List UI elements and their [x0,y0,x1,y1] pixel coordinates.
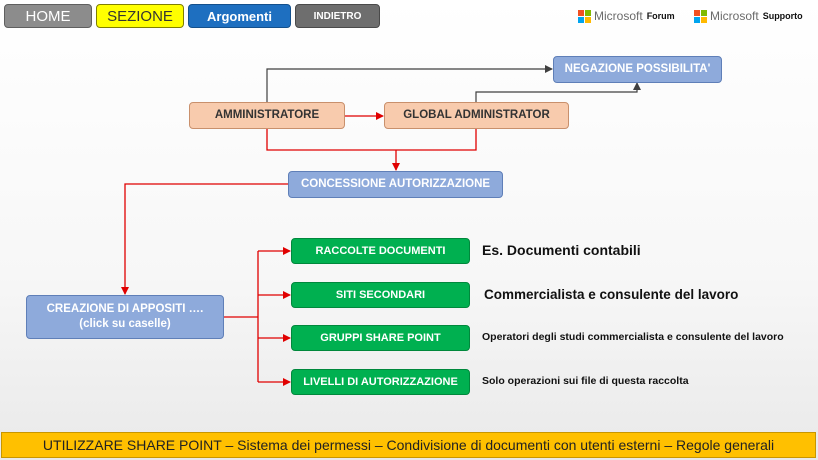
microsoft-logo-icon [578,9,591,23]
amministratore-label: AMMINISTRATORE [214,109,320,121]
siti-secondari-label: SITI SECONDARI [335,288,426,301]
argomenti-button[interactable]: Argomenti [188,4,291,28]
livelli-autorizzazione-label: LIVELLI DI AUTORIZZAZIONE [303,375,458,388]
creazione-label: CREAZIONE DI APPOSITI …. [46,303,204,315]
microsoft-forum-link[interactable]: Microsoft Forum [578,8,675,24]
livelli-autorizzazione-button[interactable]: LIVELLI DI AUTORIZZAZIONE [291,369,470,395]
livelli-description: Solo operazioni sui file di questa racco… [482,375,689,387]
microsoft-logo-icon [694,9,707,23]
gruppi-description: Operatori degli studi commercialista e c… [482,331,784,343]
indietro-button[interactable]: INDIETRO [295,4,380,28]
arrow-global-negazione [475,82,641,102]
concessione-node: CONCESSIONE AUTORIZZAZIONE [288,171,503,198]
creazione-hint: (click su caselle) [79,318,171,330]
arrow-amministratore-negazione [266,65,553,102]
footer-title: UTILIZZARE SHARE POINT – Sistema dei per… [42,437,775,453]
concessione-label: CONCESSIONE AUTORIZZAZIONE [300,178,491,190]
siti-secondari-button[interactable]: SITI SECONDARI [291,282,470,308]
microsoft-supporto-link[interactable]: Microsoft Supporto [694,8,803,24]
global-administrator-label: GLOBAL ADMINISTRATOR [403,109,550,121]
raccolte-documenti-label: RACCOLTE DOCUMENTI [315,244,446,257]
supporto-label: Supporto [762,11,803,21]
amministratore-node: AMMINISTRATORE [189,102,345,129]
home-button[interactable]: HOME [4,4,92,28]
creazione-node[interactable]: CREAZIONE DI APPOSITI …. (click su casel… [26,295,224,339]
microsoft-wordmark: Microsoft [710,9,759,23]
gruppi-share-point-label: GRUPPI SHARE POINT [320,331,441,344]
line-amministratore-down [266,129,477,151]
global-administrator-node: GLOBAL ADMINISTRATOR [384,102,569,129]
gruppi-share-point-button[interactable]: GRUPPI SHARE POINT [291,325,470,351]
forum-label: Forum [646,11,675,21]
negazione-label: NEGAZIONE POSSIBILITA' [564,63,711,75]
microsoft-wordmark: Microsoft [594,9,643,23]
footer-title-bar: UTILIZZARE SHARE POINT – Sistema dei per… [1,432,816,458]
negazione-node: NEGAZIONE POSSIBILITA' [553,56,722,83]
raccolte-description: Es. Documenti contabili [482,242,641,258]
arrow-concessione-creazione [121,183,288,295]
sezione-button[interactable]: SEZIONE [96,4,184,28]
siti-description: Commercialista e consulente del lavoro [484,287,739,302]
raccolte-documenti-button[interactable]: RACCOLTE DOCUMENTI [291,238,470,264]
